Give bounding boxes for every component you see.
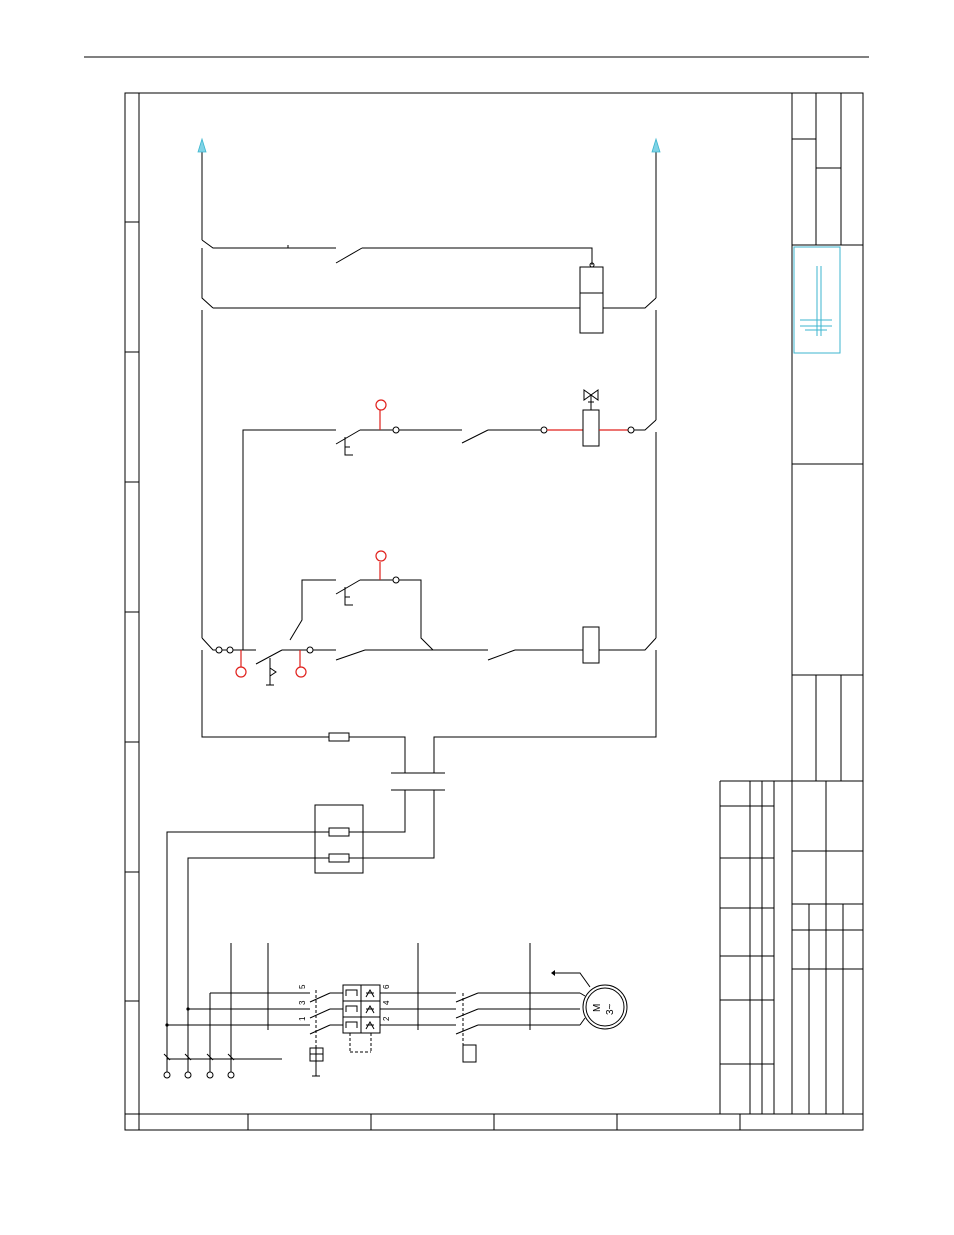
- solenoid-valve-coil: [583, 410, 599, 446]
- motor-label: M 3~: [592, 1003, 616, 1015]
- power-circuit: [164, 943, 627, 1078]
- terminal-label: 2: [382, 1016, 391, 1021]
- control-rung-valve: [243, 390, 656, 640]
- ground-switch-icon: [310, 1048, 323, 1076]
- valve-icon: [584, 390, 598, 410]
- terminal-label: 4: [382, 1000, 391, 1005]
- contactor-coil-power: [463, 1045, 476, 1062]
- terminal-label: 3: [298, 1000, 307, 1005]
- up-arrow-icon: [652, 139, 660, 298]
- contactor-coil: [583, 627, 599, 663]
- company-logo: [794, 247, 840, 353]
- supply-terminal: [164, 1072, 170, 1078]
- up-arrow-icon: [198, 139, 206, 240]
- terminal-labels-left: 1 3 5: [298, 984, 307, 1021]
- supply-terminal: [228, 1072, 234, 1078]
- indicator-lamp-icon: [376, 551, 386, 561]
- terminal-label: 1: [298, 1016, 307, 1021]
- terminal-label: 5: [298, 984, 307, 989]
- motor-label-line2: 3~: [605, 1003, 616, 1015]
- indicator-lamp-icon: [376, 400, 386, 410]
- title-block: [720, 93, 863, 1114]
- supply-terminal: [185, 1072, 191, 1078]
- control-fuse: [329, 733, 349, 741]
- indicator-lamp-icon: [236, 667, 246, 677]
- drawing-frame: [125, 93, 863, 1130]
- control-rung-top: [202, 240, 656, 333]
- motor-label-line1: M: [592, 1004, 603, 1012]
- fuse-box: [167, 805, 363, 1072]
- terminal-label: 6: [382, 984, 391, 989]
- indicator-lamp-icon: [296, 667, 306, 677]
- motor-icon: [551, 970, 627, 1029]
- terminal-labels-right: 2 4 6: [382, 984, 391, 1021]
- control-rung-contactor: [202, 551, 656, 685]
- supply-terminal: [207, 1072, 213, 1078]
- coil-relay-box: [580, 267, 603, 333]
